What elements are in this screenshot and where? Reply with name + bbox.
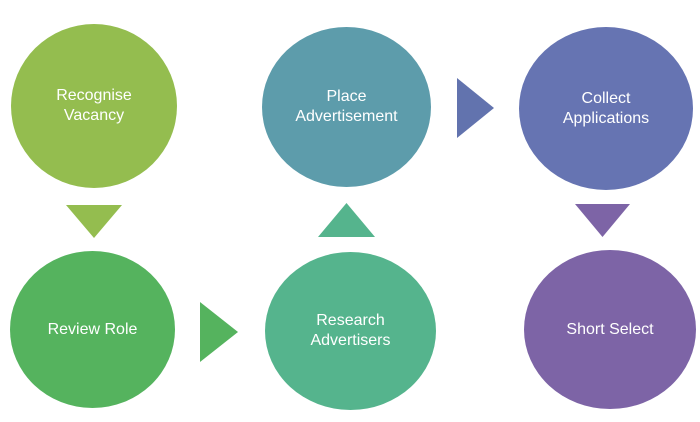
node-place-advertisement-label: Place Advertisement	[295, 88, 398, 125]
node-review-role: Review Role	[10, 251, 175, 408]
node-collect-applications-label: Collect Applications	[562, 89, 650, 127]
down-arrow-icon	[66, 205, 122, 238]
node-review-role-label: Review Role	[47, 320, 138, 338]
node-research-advertisers: Research Advertisers	[265, 252, 436, 410]
down-arrow-icon	[575, 204, 630, 237]
node-research-advertisers-label: Research Advertisers	[310, 312, 391, 349]
node-short-select: Short Select	[524, 250, 696, 409]
node-collect-applications: Collect Applications	[519, 27, 693, 190]
node-recognise-vacancy-label: Recognise Vacancy	[56, 87, 132, 124]
right-arrow-icon	[457, 78, 494, 138]
up-arrow-icon	[318, 203, 375, 237]
node-recognise-vacancy: Recognise Vacancy	[11, 24, 177, 188]
node-short-select-label: Short Select	[566, 320, 654, 338]
right-arrow-icon	[200, 302, 238, 362]
node-place-advertisement: Place Advertisement	[262, 27, 431, 187]
